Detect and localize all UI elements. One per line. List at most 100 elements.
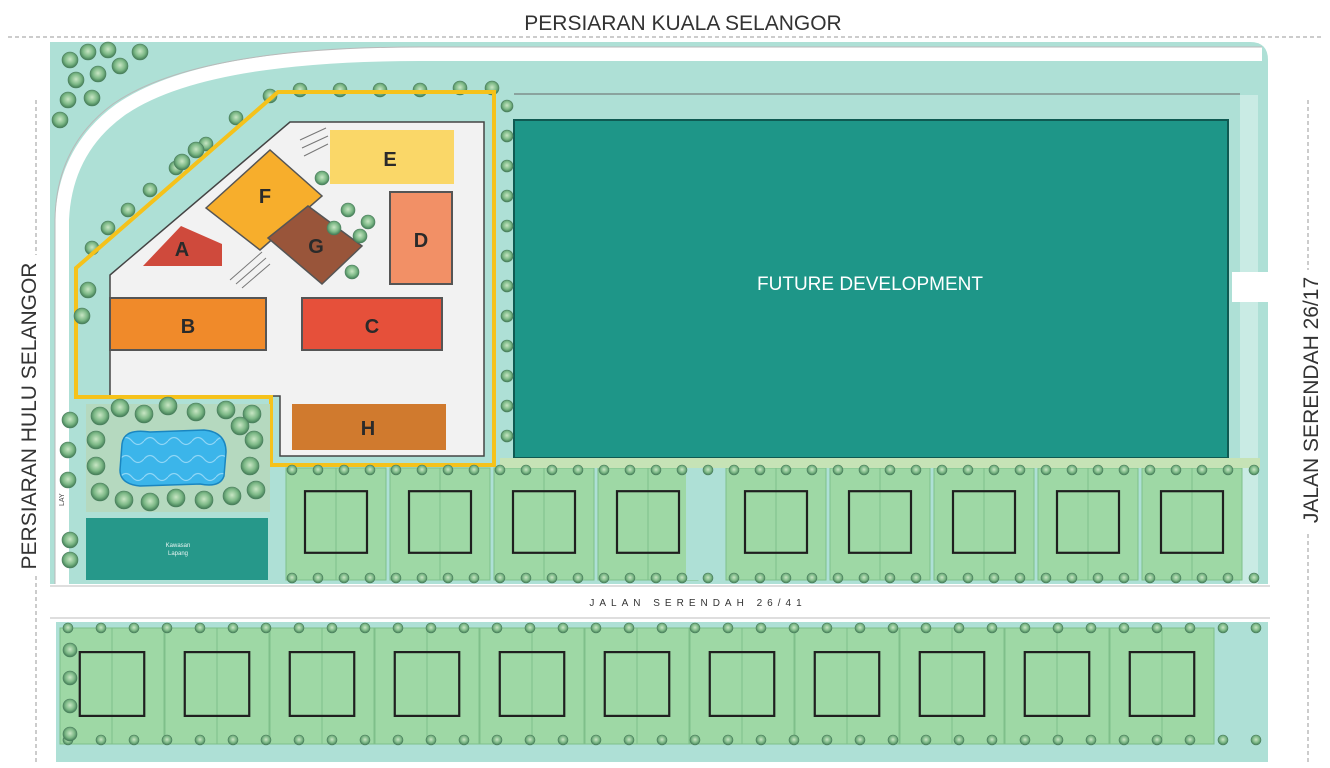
- tree-icon: [114, 490, 134, 510]
- tree-icon: [359, 622, 371, 634]
- tree-icon: [728, 464, 740, 476]
- tree-icon: [344, 264, 360, 280]
- pedestrian-lane: [686, 468, 722, 580]
- residential-plot: [479, 627, 585, 745]
- tree-icon: [884, 464, 896, 476]
- tree-icon: [1248, 464, 1260, 476]
- tree-icon: [286, 572, 298, 584]
- residential-plot: [584, 627, 690, 745]
- tree-icon: [858, 464, 870, 476]
- tree-icon: [416, 572, 428, 584]
- tree-icon: [228, 110, 244, 126]
- tree-icon: [1250, 734, 1262, 746]
- road-label-internal: JALAN SERENDAH 26/41: [589, 598, 806, 609]
- court-label-line1: Kawasan: [166, 543, 191, 549]
- tree-icon: [1019, 622, 1031, 634]
- tree-icon: [166, 488, 186, 508]
- tree-icon: [806, 572, 818, 584]
- block-F[interactable]: F: [204, 148, 324, 251]
- tree-icon: [364, 464, 376, 476]
- tree-icon: [546, 572, 558, 584]
- tree-icon: [1222, 572, 1234, 584]
- tree-icon: [89, 65, 107, 83]
- block-E[interactable]: E: [330, 130, 454, 184]
- residential-plot: [689, 627, 795, 745]
- block-G[interactable]: G: [266, 205, 364, 286]
- tree-icon: [887, 734, 899, 746]
- road-label-east: JALAN SERENDAH 26/17: [1300, 277, 1323, 523]
- swimming-pool: [119, 429, 227, 487]
- tree-icon: [1144, 464, 1156, 476]
- future-development-area: [513, 119, 1229, 459]
- tree-icon: [338, 464, 350, 476]
- tree-icon: [623, 734, 635, 746]
- tree-icon: [590, 622, 602, 634]
- tree-icon: [624, 572, 636, 584]
- tree-icon: [1151, 734, 1163, 746]
- tree-icon: [500, 339, 514, 353]
- tree-icon: [500, 369, 514, 383]
- tree-icon: [62, 622, 74, 634]
- tree-icon: [240, 456, 260, 476]
- tree-icon: [326, 734, 338, 746]
- tree-icon: [821, 622, 833, 634]
- tree-icon: [500, 399, 514, 413]
- tree-icon: [314, 170, 330, 186]
- tree-icon: [312, 572, 324, 584]
- tree-icon: [340, 202, 356, 218]
- tree-icon: [780, 572, 792, 584]
- residential-plot: [933, 467, 1035, 581]
- block-D[interactable]: D: [389, 191, 453, 285]
- tree-icon: [854, 622, 866, 634]
- tree-icon: [754, 464, 766, 476]
- tree-icon: [458, 622, 470, 634]
- tree-icon: [468, 464, 480, 476]
- tree-icon: [1066, 572, 1078, 584]
- tree-icon: [468, 572, 480, 584]
- block-H-label: H: [361, 418, 375, 440]
- residential-plot: [374, 627, 480, 745]
- block-A[interactable]: A: [143, 226, 222, 266]
- corner-tree-cluster: [51, 41, 376, 569]
- tree-icon: [326, 220, 342, 236]
- tree-icon: [1222, 464, 1234, 476]
- tree-icon: [390, 572, 402, 584]
- residential-plot: [597, 467, 699, 581]
- residential-plot: [829, 467, 931, 581]
- block-H[interactable]: H: [292, 404, 446, 450]
- tree-icon: [884, 572, 896, 584]
- block-C[interactable]: C: [301, 297, 443, 351]
- road-label-north-bg: [495, 10, 871, 36]
- block-B[interactable]: B: [109, 297, 267, 351]
- tree-icon: [650, 572, 662, 584]
- tree-icon: [832, 572, 844, 584]
- tree-icon: [1170, 572, 1182, 584]
- tree-icon: [494, 572, 506, 584]
- tree-icon: [90, 482, 110, 502]
- block-C-label: C: [365, 316, 379, 338]
- open-court[interactable]: Kawasan Lapang: [86, 518, 268, 580]
- tree-icon: [1085, 622, 1097, 634]
- tree-icon: [722, 734, 734, 746]
- residential-plot: [1109, 627, 1215, 745]
- tree-icon: [120, 202, 136, 218]
- tree-icon: [194, 622, 206, 634]
- tree-icon: [494, 464, 506, 476]
- tree-icon: [59, 91, 77, 109]
- tree-icon: [520, 464, 532, 476]
- tree-icon: [572, 572, 584, 584]
- tree-icon: [1092, 572, 1104, 584]
- tree-icon: [359, 734, 371, 746]
- tree-icon: [1184, 734, 1196, 746]
- tree-icon: [500, 279, 514, 293]
- tree-icon: [90, 406, 110, 426]
- tree-icon: [158, 396, 178, 416]
- residential-plot: [285, 467, 387, 581]
- tree-icon: [110, 398, 130, 418]
- tree-icon: [623, 622, 635, 634]
- tree-icon: [95, 622, 107, 634]
- tree-icon: [360, 214, 376, 230]
- tree-icon: [788, 734, 800, 746]
- residential-plot: [1037, 467, 1139, 581]
